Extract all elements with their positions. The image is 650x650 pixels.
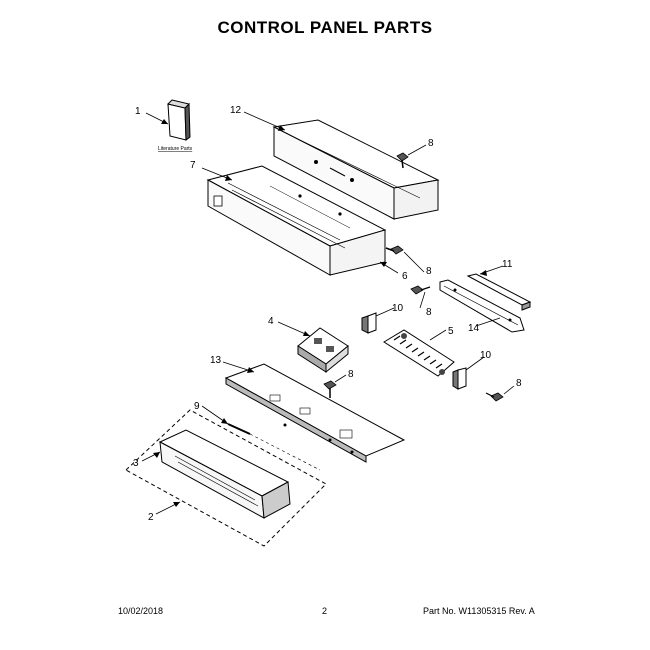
arrowheads: [153, 119, 487, 507]
callout-11: 11: [502, 259, 513, 270]
literature-booklet: Literature Parts: [158, 99, 193, 152]
support-rod: [227, 423, 321, 471]
control-board: [224, 363, 406, 463]
top-cover-panel: [272, 119, 440, 220]
callout-6: 6: [402, 271, 408, 282]
callout-3: 3: [133, 458, 139, 469]
control-panel-support: [206, 165, 387, 276]
literature-label: Literature Parts: [158, 146, 193, 152]
screw-icon: [410, 285, 431, 295]
screw-icon: [485, 392, 504, 402]
cooling-fan-assembly: [383, 329, 455, 377]
callout-7: 7: [190, 160, 196, 171]
footer-date: 10/02/2018: [118, 606, 164, 616]
mounting-bracket: [361, 312, 377, 334]
front-trim-assembly: [125, 409, 327, 547]
callout-8: 8: [426, 266, 432, 277]
callout-14: 14: [468, 323, 480, 334]
callout-8: 8: [348, 369, 354, 380]
page-title: CONTROL PANEL PARTS: [217, 18, 433, 37]
callout-8: 8: [428, 138, 434, 149]
callout-2: 2: [148, 512, 154, 523]
side-bracket: [439, 279, 525, 333]
screw-icon: [323, 380, 337, 398]
callout-4: 4: [268, 316, 274, 327]
screw-icon: [396, 152, 409, 169]
bracket-rail: [466, 273, 532, 311]
control-module: [297, 327, 349, 374]
footer-part-number: Part No. W11305315 Rev. A: [423, 606, 535, 616]
callout-1: 1: [135, 106, 141, 117]
mounting-bracket: [452, 367, 467, 390]
callout-8: 8: [516, 378, 522, 389]
callout-10: 10: [392, 303, 404, 314]
callout-10: 10: [480, 350, 492, 361]
callout-8: 8: [426, 307, 432, 318]
screw-icon: [385, 245, 404, 255]
callout-9: 9: [194, 401, 200, 412]
callout-5: 5: [448, 326, 454, 337]
callout-13: 13: [210, 355, 222, 366]
footer-page-number: 2: [322, 606, 328, 616]
callout-12: 12: [230, 105, 242, 116]
